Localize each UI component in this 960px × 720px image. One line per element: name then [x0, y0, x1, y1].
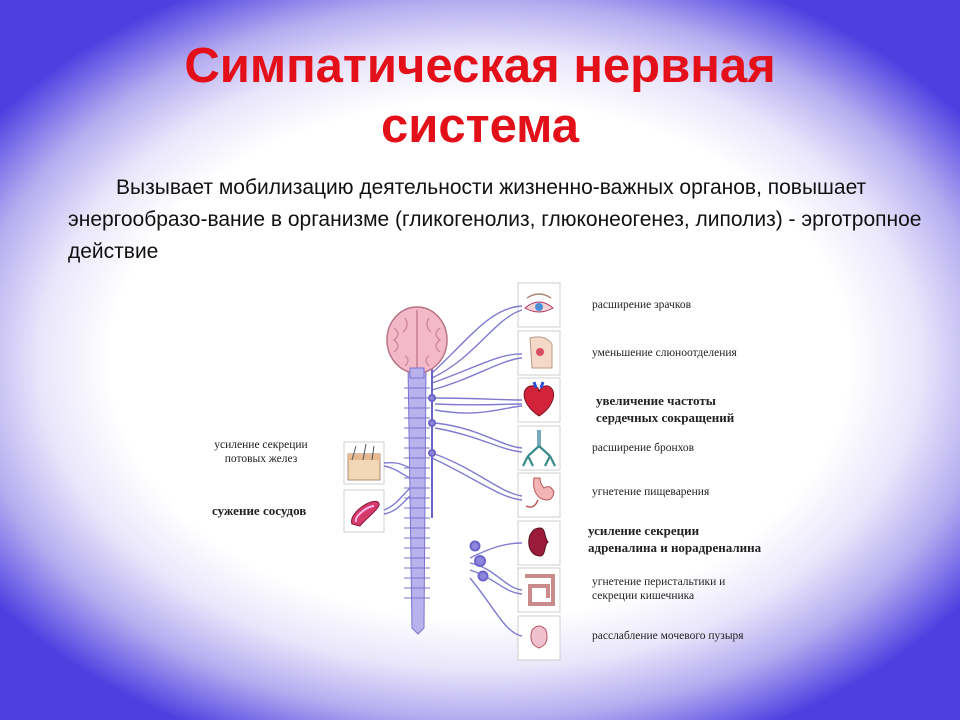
- label-bladder: расслабление мочевого пузыря: [592, 630, 744, 642]
- bladder-icon: [530, 625, 548, 649]
- blood-vessel-icon: [351, 500, 380, 527]
- label-bronchi: расширение бронхов: [592, 442, 695, 454]
- brain-icon: [386, 306, 448, 379]
- skin-icon: [347, 443, 381, 481]
- body-text: Вызывает мобилизацию деятельности жизнен…: [68, 176, 922, 263]
- label-intestine: угнетение перистальтики и секреции кишеч…: [592, 576, 726, 602]
- slide-title: Симпатическая нервная система: [0, 36, 960, 156]
- spinal-cord: [404, 365, 430, 635]
- sympathetic-chain: [428, 368, 489, 582]
- label-pupil: расширение зрачков: [592, 299, 692, 311]
- title-line-1: Симпатическая нервная: [184, 39, 776, 93]
- label-sweat: усиление секреции потовых желез: [214, 439, 308, 465]
- heart-icon: [523, 381, 554, 417]
- bladder-panel: [517, 615, 561, 661]
- lungs-icon: [522, 430, 556, 467]
- sympathetic-diagram: расширение зрачков уменьшение слюноотдел…: [200, 278, 800, 663]
- intestine-icon: [525, 574, 555, 606]
- label-vessels: сужение сосудов: [212, 503, 307, 518]
- kidney-icon: [528, 527, 549, 557]
- mouth-icon: [529, 336, 553, 369]
- label-adrenal: усиление секреции адреналина и норадрена…: [588, 523, 762, 555]
- eye-icon: [524, 293, 554, 313]
- label-saliva: уменьшение слюноотделения: [592, 347, 737, 359]
- stomach-icon: [525, 477, 555, 508]
- label-heart: увеличение частоты сердечных сокращений: [596, 393, 735, 425]
- diagram-graphic: [343, 282, 561, 661]
- nerve-fibers: [383, 305, 523, 637]
- title-line-2: система: [380, 99, 580, 153]
- label-digestion: угнетение пищеварения: [592, 486, 710, 498]
